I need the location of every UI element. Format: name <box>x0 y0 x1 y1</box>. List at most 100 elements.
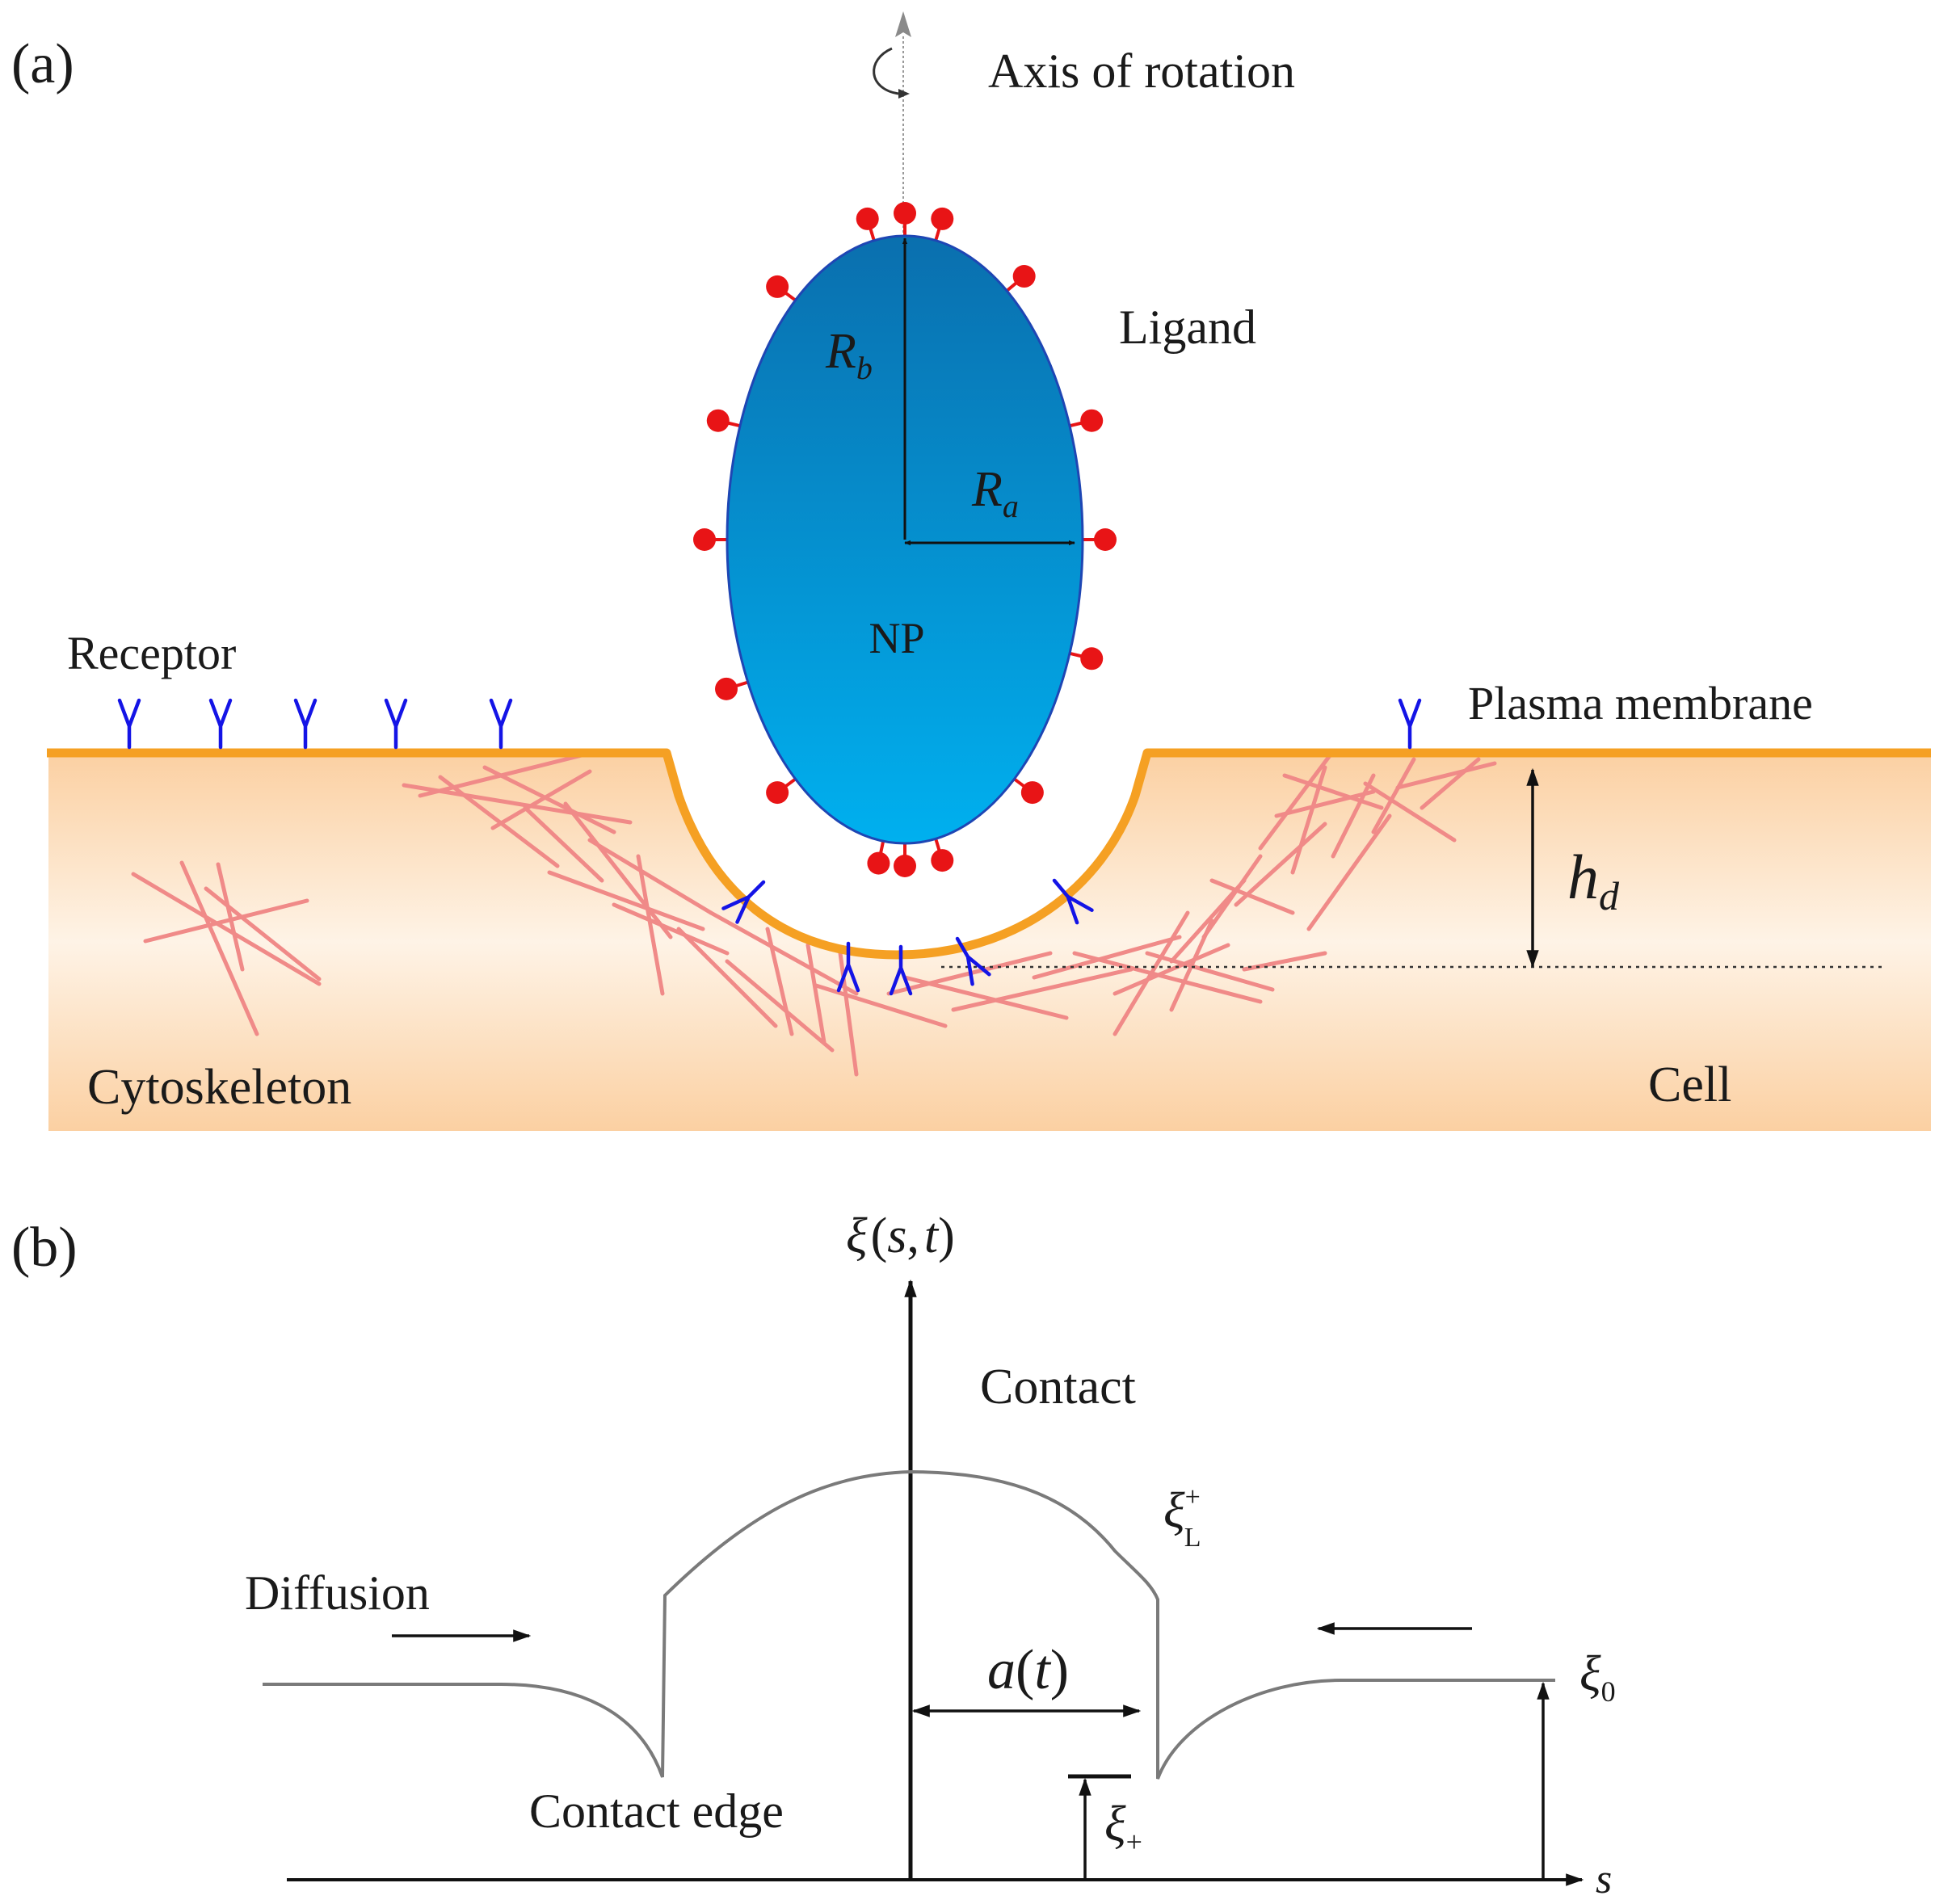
cytoskeleton-filament <box>1282 773 1384 810</box>
receptor <box>489 698 513 750</box>
ligand <box>931 838 954 872</box>
cytoskeleton-filament <box>1395 761 1497 790</box>
cytoskeleton-filament <box>725 959 835 1053</box>
cytoskeleton-label: Cytoskeleton <box>87 1060 351 1115</box>
receptor <box>1052 878 1094 925</box>
cytoskeleton-filament <box>563 801 673 939</box>
cell-label: Cell <box>1648 1057 1731 1112</box>
rotation-arrowhead-icon <box>898 89 910 99</box>
cytoskeleton-filament <box>1371 757 1416 834</box>
cytoskeleton-filament <box>805 943 826 1044</box>
cytoskeleton-network <box>131 749 1497 1077</box>
cytoskeleton-filament <box>1331 773 1376 859</box>
ligand-label: Ligand <box>1119 301 1256 354</box>
ligand <box>894 843 916 877</box>
receptor <box>1398 698 1422 750</box>
xi-plus-label: ξ+ <box>1104 1797 1142 1858</box>
plasma-membrane <box>47 748 1931 960</box>
ligand <box>1005 265 1036 292</box>
cytoskeleton-filament <box>1032 935 1182 980</box>
panel-a: (a) Axis of rotation NP Rb Ra Ligand Rec… <box>11 11 1931 1131</box>
cytoskeleton-filament <box>1274 789 1376 818</box>
xi-l-plus-label: ξ+L <box>1163 1482 1201 1553</box>
axis-arrow-icon <box>895 11 911 37</box>
cytoskeleton-filament <box>482 765 616 834</box>
ligand <box>766 777 797 805</box>
cytoskeleton-filament <box>418 753 584 798</box>
contact-edge-label: Contact edge <box>529 1784 784 1838</box>
cytoskeleton-filament <box>1201 854 1263 939</box>
ra-label: Ra <box>971 462 1019 524</box>
ligand <box>894 202 916 236</box>
x-axis-label: s <box>1596 1856 1612 1902</box>
panel-a-tag: (a) <box>11 33 74 95</box>
cytoskeleton-filament <box>490 769 592 830</box>
ligand <box>931 207 954 242</box>
receptor <box>836 941 860 993</box>
cytoskeleton-filament <box>131 872 322 986</box>
cytoskeleton-filament <box>143 898 309 944</box>
receptor-group <box>117 698 1422 996</box>
ligand <box>856 207 879 242</box>
cytoskeleton-filament <box>438 775 560 868</box>
cytoskeleton-filament <box>676 927 778 1028</box>
xi0-label: ξ0 <box>1579 1646 1616 1708</box>
diffusion-label: Diffusion <box>245 1566 430 1620</box>
cytoskeleton-filament <box>204 886 322 981</box>
ligand <box>1083 528 1117 551</box>
cytoskeleton-filament <box>902 975 1069 1020</box>
receptor <box>208 698 233 750</box>
ligand <box>1069 647 1104 670</box>
concentration-curve <box>263 1469 1555 1780</box>
ligand-group <box>693 202 1117 877</box>
cytoskeleton-filament <box>1209 878 1295 915</box>
receptor <box>117 698 141 750</box>
ligand <box>706 409 741 432</box>
cytoskeleton-filament <box>1234 822 1327 907</box>
cytoskeleton-filament <box>1113 943 1230 996</box>
receptor <box>889 944 913 996</box>
rotation-icon <box>873 47 899 95</box>
ligand <box>693 528 727 551</box>
ligand <box>1069 409 1104 432</box>
ligand <box>766 275 797 302</box>
receptor <box>293 698 318 750</box>
cytoskeleton-filament <box>1145 951 1275 992</box>
cytoskeleton-filament <box>951 967 1134 1012</box>
cytoskeleton-filament <box>636 854 665 996</box>
cytoskeleton-filament <box>765 927 794 1036</box>
contact-label: Contact <box>980 1360 1136 1414</box>
cytoskeleton-filament <box>1420 757 1481 810</box>
contact-radius-label: a(t) <box>987 1639 1069 1701</box>
receptor <box>384 698 408 750</box>
ligand <box>867 840 890 875</box>
plasma-membrane-label: Plasma membrane <box>1468 677 1813 729</box>
ligand <box>1013 777 1044 805</box>
cytoskeleton-filament <box>587 838 713 915</box>
cytoskeleton-filament <box>1258 749 1335 851</box>
cytoskeleton-filament <box>179 860 259 1036</box>
cytoskeleton-filament <box>1306 813 1392 931</box>
cytoskeleton-filament <box>838 951 859 1077</box>
hd-label: hd <box>1567 842 1620 918</box>
cytoskeleton-filament <box>1363 781 1457 843</box>
y-axis-label: ξ(s,t) <box>846 1208 955 1263</box>
np-label: NP <box>869 614 924 662</box>
cytoskeleton-filament <box>1113 910 1190 1036</box>
cytoskeleton-filament <box>216 862 245 972</box>
receptor-label: Receptor <box>67 627 236 679</box>
cytoskeleton-filament <box>612 902 730 956</box>
cytoskeleton-filament <box>1072 951 1263 1004</box>
cytoskeleton-filament <box>709 910 859 996</box>
panel-b: (b) ξ(s,t) s Contact Diffusion Contact e… <box>11 1208 1616 1902</box>
rb-label: Rb <box>825 324 873 386</box>
cytoskeleton-filament <box>814 983 948 1028</box>
panel-b-tag: (b) <box>11 1217 78 1279</box>
cytoskeleton-filament <box>547 870 705 931</box>
receptor <box>955 936 991 986</box>
cytoskeleton-filament <box>1290 765 1327 875</box>
ligand <box>715 677 749 700</box>
cytoskeleton-filament <box>523 805 604 883</box>
axis-of-rotation-label: Axis of rotation <box>988 44 1295 98</box>
